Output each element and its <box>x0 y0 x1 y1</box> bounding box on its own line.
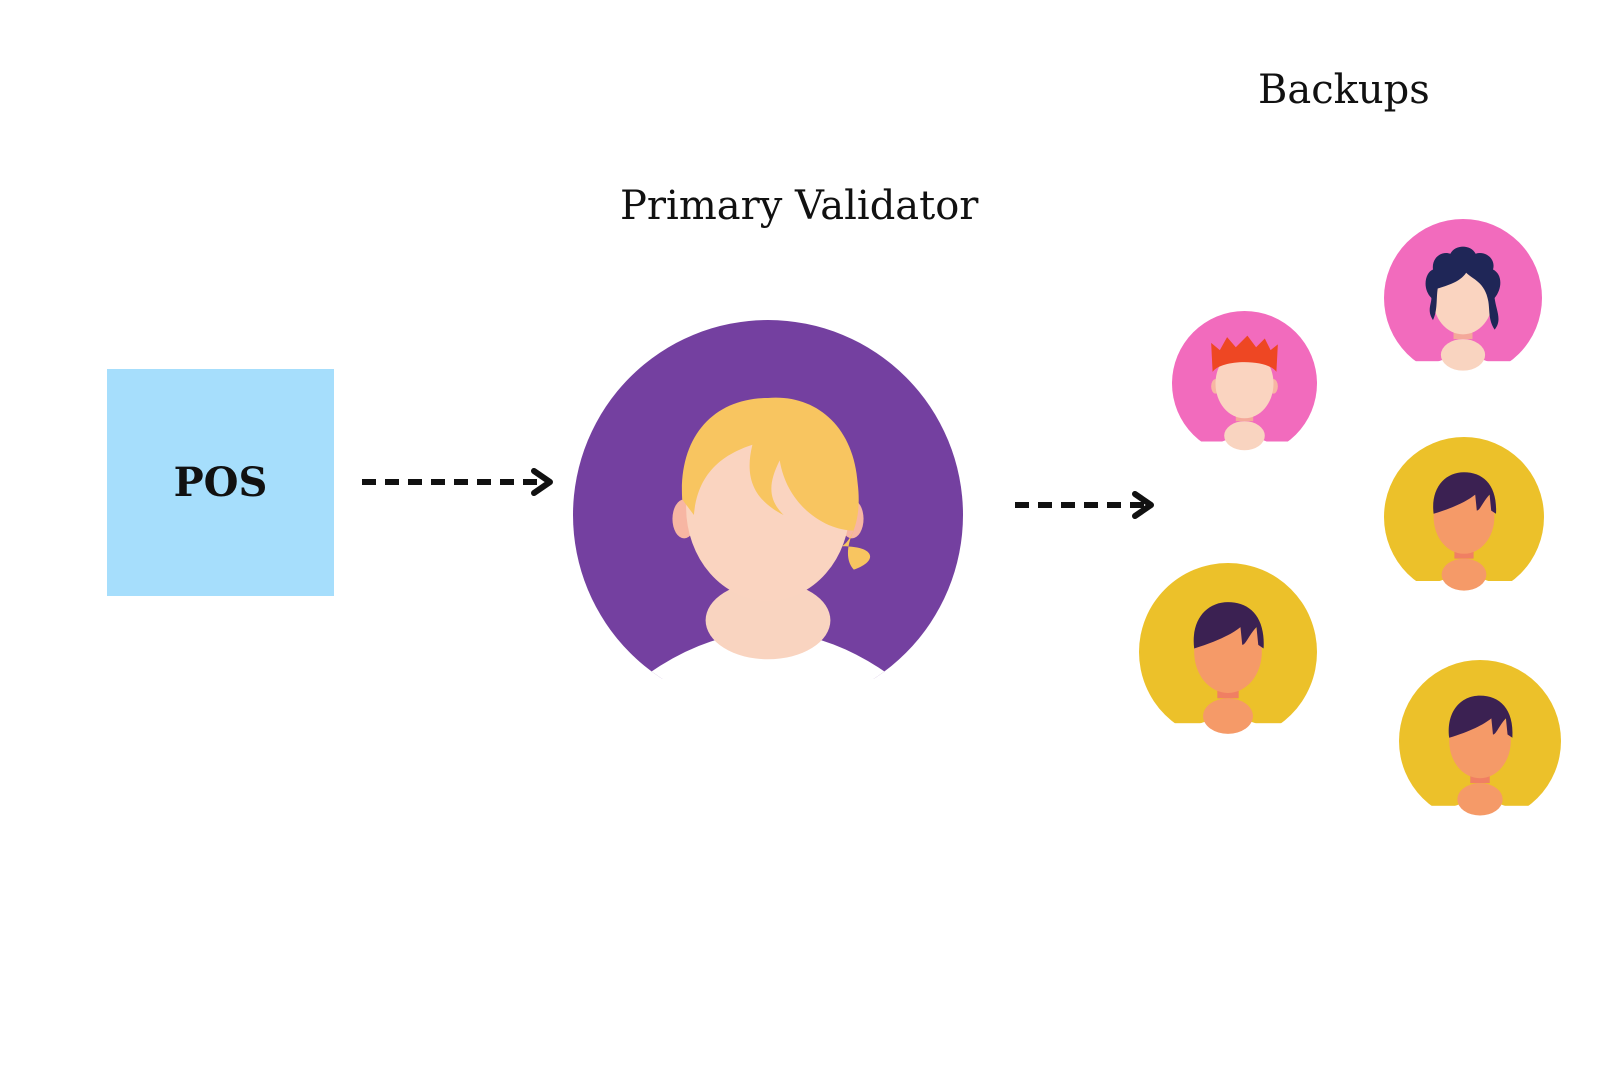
arrow-primary-to-backups-icon <box>1015 491 1154 519</box>
backup-man-avatar-icon <box>1384 437 1544 597</box>
backup-man-avatar-icon <box>1172 311 1317 456</box>
primary-validator-heading: Primary Validator <box>620 183 979 229</box>
backup-woman-avatar-icon <box>1384 219 1542 377</box>
pos-box: POS <box>107 369 334 596</box>
backups-heading: Backups <box>1258 67 1430 113</box>
pos-label: POS <box>173 459 268 506</box>
backup-man-avatar-icon <box>1139 563 1317 741</box>
backup-man-avatar-icon <box>1399 660 1561 822</box>
primary-validator-woman-avatar-icon <box>573 320 963 710</box>
arrow-pos-to-primary-icon <box>362 468 553 496</box>
